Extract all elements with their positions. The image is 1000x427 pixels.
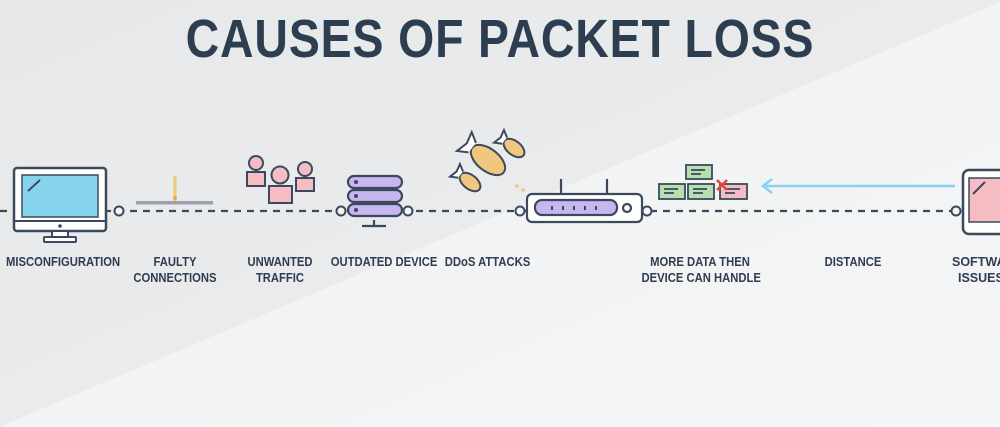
server-icon [346, 174, 404, 228]
phone-icon [961, 168, 1000, 236]
cause-label-software-issues: SOFTWARE ISSUES [952, 255, 1000, 285]
page-title: CAUSES OF PACKET LOSS [185, 9, 815, 69]
distance-arrow-icon [760, 178, 955, 194]
unwanted-traffic-icon [246, 155, 315, 204]
cause-label-more-data: MORE DATA THEN DEVICE CAN HANDLE [641, 255, 761, 285]
cause-label-ddos-attacks: DDoS ATTACKS [444, 255, 531, 269]
cause-label-faulty-connections: FAULTY CONNECTIONS [133, 255, 217, 285]
router-icon [525, 179, 644, 224]
monitor-icon [12, 166, 108, 243]
cause-label-unwanted-traffic: UNWANTED TRAFFIC [247, 255, 313, 285]
data-packets-icon [658, 164, 748, 200]
cause-label-outdated-device: OUTDATED DEVICE [330, 255, 438, 269]
cause-label-distance: DISTANCE [824, 255, 882, 269]
ddos-bombs-icon [447, 127, 526, 193]
cause-label-misconfiguration: MISCONFIGURATION [6, 255, 121, 269]
faulty-connection-icon [136, 176, 213, 205]
